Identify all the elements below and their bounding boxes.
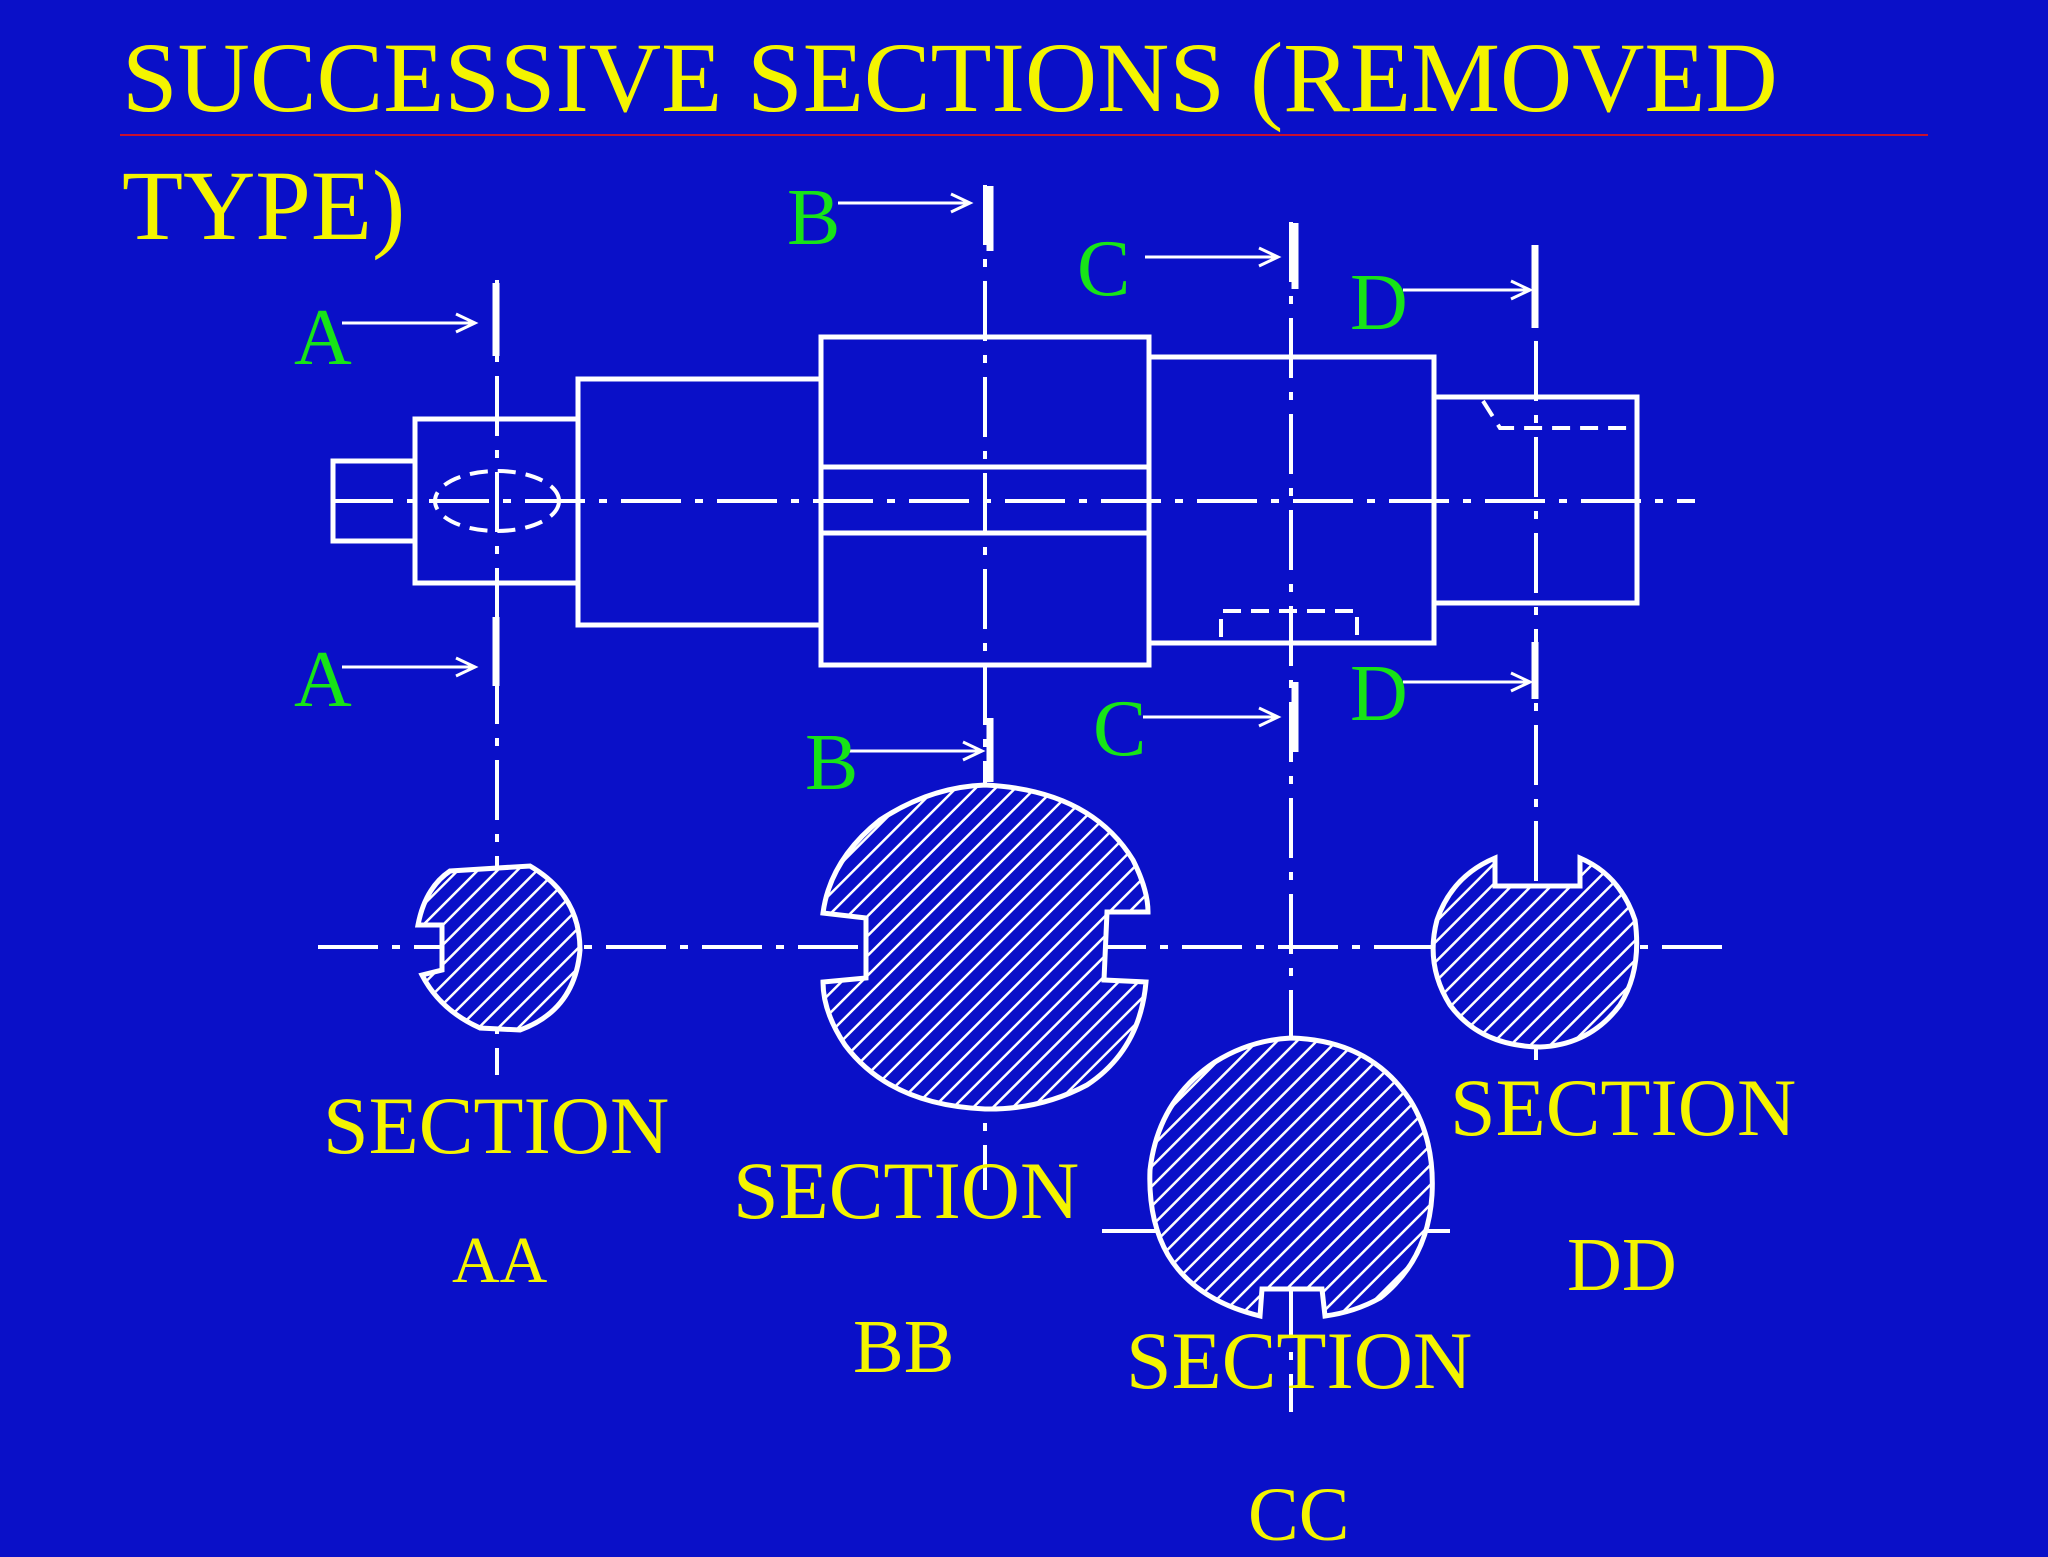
title-divider bbox=[120, 134, 1928, 136]
section-bb-sub: BB bbox=[853, 1305, 955, 1389]
cut-label-b-top: B bbox=[787, 174, 841, 262]
cut-label-b-bottom: B bbox=[805, 719, 859, 807]
section-bb-shape bbox=[820, 782, 1151, 1112]
cut-label-a-top: A bbox=[294, 294, 352, 382]
section-dd-label: SECTION bbox=[1450, 1062, 1797, 1153]
section-aa-sub: AA bbox=[452, 1224, 548, 1297]
cut-label-c-bottom: C bbox=[1093, 685, 1147, 773]
slide-title-line-2: TYPE) bbox=[122, 150, 406, 261]
cut-label-c-top: C bbox=[1077, 225, 1131, 313]
cutting-plane-arrows bbox=[342, 192, 1534, 762]
section-cc-shape bbox=[1147, 1035, 1435, 1320]
section-cc-sub: CC bbox=[1248, 1473, 1350, 1557]
section-cc-label: SECTION bbox=[1126, 1315, 1473, 1406]
cut-label-a-bottom: A bbox=[294, 636, 352, 724]
section-aa-shape bbox=[414, 863, 583, 1033]
cutting-plane-marks bbox=[492, 186, 1539, 782]
section-dd-shape bbox=[1430, 854, 1640, 1050]
slide-title-line-1: SUCCESSIVE SECTIONS (REMOVED bbox=[122, 22, 1778, 133]
section-aa-label: SECTION bbox=[323, 1080, 670, 1171]
cut-label-d-bottom: D bbox=[1350, 650, 1408, 738]
hidden-step-d bbox=[1481, 399, 1637, 430]
cut-label-d-top: D bbox=[1350, 259, 1408, 347]
section-dd-sub: DD bbox=[1567, 1223, 1677, 1307]
section-bb-label: SECTION bbox=[733, 1145, 1080, 1236]
